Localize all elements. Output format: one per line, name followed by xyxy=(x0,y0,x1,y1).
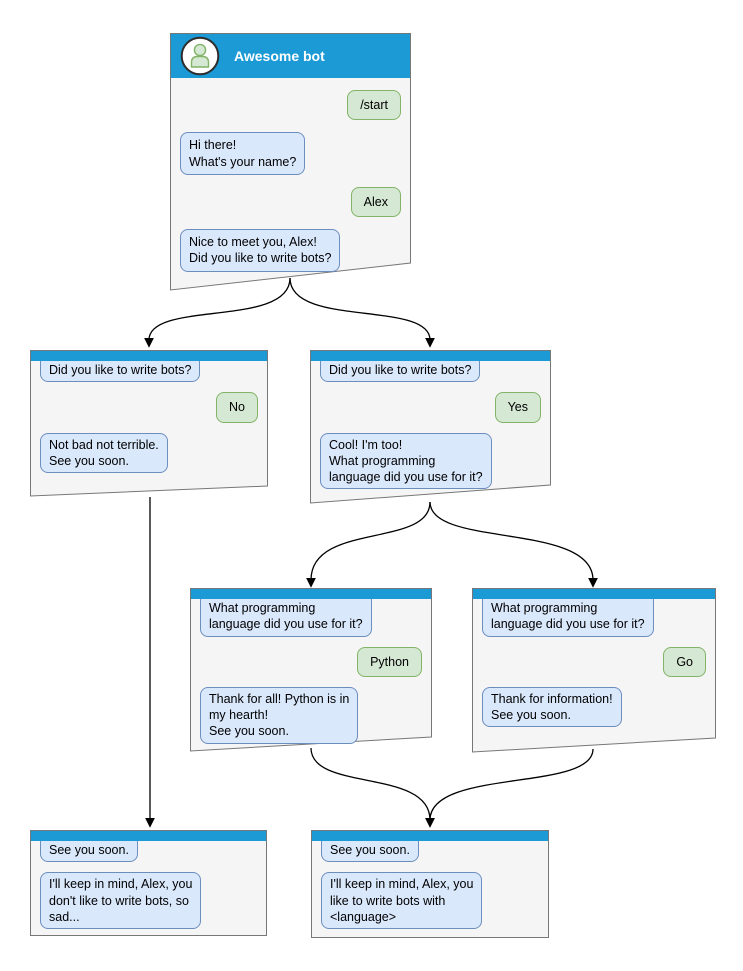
bot-avatar-icon xyxy=(180,36,220,76)
chat-node-start[interactable]: Awesome bot /start Hi there! What's your… xyxy=(170,33,411,291)
chat-bubble-user: Yes xyxy=(494,392,541,423)
chat-bubble-user: No xyxy=(216,392,258,423)
chat-bubble-user: Go xyxy=(663,646,706,677)
node-title-strip xyxy=(31,831,266,841)
edge-yes-to-python xyxy=(306,501,431,588)
edge-python-to-bye xyxy=(310,747,435,828)
chat-bubble-bot: Hi there! What's your name? xyxy=(180,132,306,175)
bot-title: Awesome bot xyxy=(234,48,325,64)
chat-bubble-bot: Not bad not terrible. See you soon. xyxy=(40,432,168,474)
chat-bubble-bot: Cool! I'm too! What programming language… xyxy=(320,432,492,490)
chat-bubble-bot: See you soon. xyxy=(321,838,419,863)
chat-bubble-bot: Thank for information! See you soon. xyxy=(482,686,622,728)
chat-bubble-bot: Did you like to write bots? xyxy=(40,358,201,383)
node-title-strip xyxy=(473,589,715,599)
chat-node-like-no[interactable]: Did you like to write bots? No Not bad n… xyxy=(30,350,268,497)
chat-node-go[interactable]: What programming language did you use fo… xyxy=(472,588,716,753)
chat-bubble-bot: Nice to meet you, Alex! Did you like to … xyxy=(180,229,341,272)
edge-go-to-bye xyxy=(425,748,594,828)
chat-bubble-bot: Did you like to write bots? xyxy=(320,358,481,383)
chat-bubble-bot: What programming language did you use fo… xyxy=(482,596,654,637)
chat-header: Awesome bot xyxy=(171,34,410,78)
node-title-strip xyxy=(31,351,267,361)
chat-node-like-yes[interactable]: Did you like to write bots? Yes Cool! I'… xyxy=(310,350,551,504)
chat-bubble-bot: I'll keep in mind, Alex, you don't like … xyxy=(40,872,202,930)
edge-yes-to-go xyxy=(429,501,598,588)
chat-bubble-bot: I'll keep in mind, Alex, you like to wri… xyxy=(321,872,483,930)
chat-bubble-bot: See you soon. xyxy=(40,838,138,863)
chat-node-bye-no[interactable]: See you soon. I'll keep in mind, Alex, y… xyxy=(30,830,267,936)
chat-bubble-user: /start xyxy=(347,90,401,121)
chat-bubble-user: Alex xyxy=(350,186,401,218)
node-title-strip xyxy=(311,351,550,361)
chat-bubble-user: Python xyxy=(357,646,422,677)
chat-bubble-bot: Thank for all! Python is in my hearth! S… xyxy=(200,686,359,744)
node-title-strip xyxy=(312,831,548,841)
chat-node-bye-yes[interactable]: See you soon. I'll keep in mind, Alex, y… xyxy=(311,830,549,938)
chat-bubble-bot: What programming language did you use fo… xyxy=(200,596,372,637)
node-title-strip xyxy=(191,589,431,599)
chat-node-python[interactable]: What programming language did you use fo… xyxy=(190,588,432,752)
